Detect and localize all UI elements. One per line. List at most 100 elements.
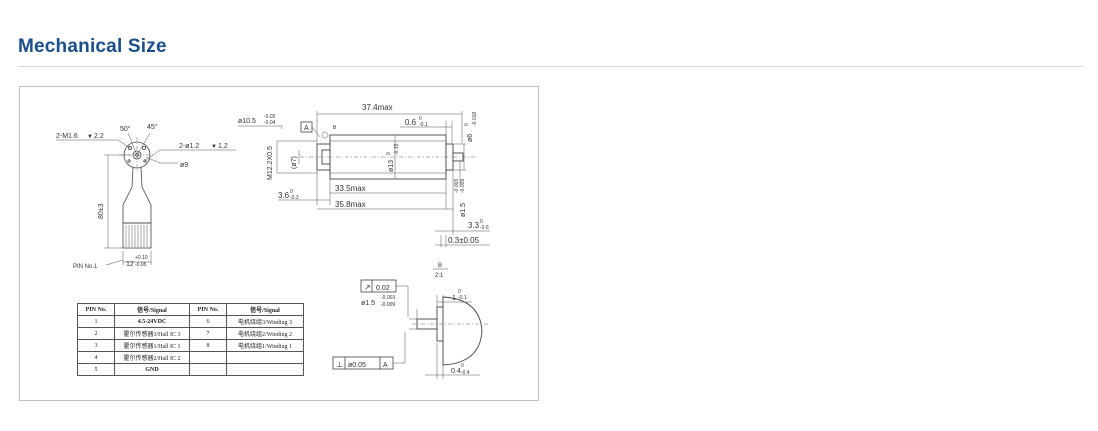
bottom-tol-upper: 0	[461, 363, 464, 369]
end-dia-tol: -0.018	[472, 112, 478, 126]
body-dia-tol: -0.15	[394, 143, 400, 155]
table-row: 5 GND	[77, 363, 304, 376]
pin-signal	[226, 351, 304, 364]
pin-signal: 电机绕组2/Winding 2	[226, 327, 304, 340]
shaft-len-dim: 3.3	[468, 221, 480, 230]
face-tol-upper: 0	[458, 289, 461, 295]
total-body-dim: 35.8max	[335, 200, 366, 209]
header-pin-no-2: PIN No.	[189, 303, 227, 316]
pin-number: 3	[77, 339, 115, 352]
thread-depth-symbol: ▼	[87, 134, 93, 140]
pin-signal: 电机绕组3/Winding 3	[226, 315, 304, 328]
face-dim: 1	[452, 295, 456, 302]
body-dia-dim: ø13	[388, 160, 395, 172]
thread-callout: 2-M1.6	[56, 133, 78, 140]
datum-a: A	[304, 125, 309, 132]
pin-signal: GND	[114, 363, 190, 376]
runout-symbol: ↗	[364, 283, 371, 292]
detail-b-label: B	[438, 263, 442, 269]
pin-number	[189, 351, 227, 364]
pin-number: 2	[77, 327, 115, 340]
bottom-dim: 0.4	[451, 368, 461, 375]
detail-b-mark: B	[333, 125, 337, 131]
table-row: 2 霍尔传感器3/Hall IC 3 7 电机绕组2/Winding 2	[77, 327, 304, 340]
shaft-step-tol: -0.1	[419, 122, 428, 128]
front-view: 80±3 12 +0.10 -0.05 PIN No.1 50° 45° 2-M…	[56, 123, 236, 270]
detail-b-scale: 2:1	[435, 273, 444, 279]
inner-dia-dim: (ø7)	[291, 156, 298, 169]
header-signal: 信号/Signal	[114, 303, 190, 316]
mechanical-drawing: 80±3 12 +0.10 -0.05 PIN No.1 50° 45° 2-M…	[19, 86, 539, 401]
hole-depth-symbol: ▼	[211, 144, 217, 150]
shaft-len-tol: -0.6	[480, 225, 489, 231]
pin-signal	[226, 363, 304, 376]
pin-number: 8	[189, 339, 227, 352]
hole-callout: 2-ø1.2	[179, 143, 199, 150]
title-divider	[18, 66, 1084, 67]
boss-dia-dim: ø10.5	[238, 118, 256, 125]
angle-50: 50°	[120, 125, 131, 133]
header-signal-2: 信号/Signal	[226, 303, 304, 316]
pin-pitch-tol-lower: -0.05	[135, 262, 147, 268]
thread-depth: 2.2	[94, 133, 104, 140]
pin-number: 6	[189, 315, 227, 328]
pin-number: 1	[77, 315, 115, 328]
overall-length-dim: 37.4max	[362, 103, 393, 112]
thread-m-dim: M12.2X0.5	[267, 146, 274, 180]
svg-text:0: 0	[464, 123, 470, 126]
shaft-tol-upper: -0.003	[454, 179, 460, 193]
thread-hole-1	[128, 146, 133, 151]
lead-length-dim: 80±3	[98, 203, 105, 219]
face-tol-lower: -0.1	[458, 295, 467, 301]
svg-text:0: 0	[480, 219, 483, 225]
detail-shaft-tol-upper: -0.003	[381, 295, 395, 301]
shaft-step-dim: 0.6	[405, 118, 417, 127]
pin-number	[189, 363, 227, 376]
table-row: 3 霍尔传感器1/Hall IC 1 8 电机绕组1/Winding 1	[77, 339, 304, 352]
pin-signal: 霍尔传感器3/Hall IC 3	[114, 327, 190, 340]
detail-dome	[442, 296, 483, 366]
boss-tol-upper: -0.02	[264, 114, 276, 120]
body-length-dim: 33.5max	[335, 184, 366, 193]
pin-no1-label: PIN No.1	[73, 264, 98, 270]
end-dia-dim: ø6	[467, 134, 474, 142]
drawing-canvas: 80±3 12 +0.10 -0.05 PIN No.1 50° 45° 2-M…	[56, 103, 490, 379]
pcd-callout: ø9	[180, 162, 188, 169]
detail-shaft-tol-lower: -0.009	[381, 302, 395, 308]
hole-depth: 1.2	[218, 143, 228, 150]
pin-pitch-dim: 12	[126, 261, 134, 268]
perp-datum: A	[383, 362, 388, 369]
detail-b-view: B 2:1 ↗ 0.02 ø1.5 -0.003 -0.009 1 0	[332, 263, 490, 379]
flange-offset-tol: -0.3	[290, 195, 299, 201]
svg-text:0: 0	[386, 152, 392, 155]
table-row: 1 4.5-24VDC 6 电机绕组3/Winding 3	[77, 315, 304, 328]
flange-offset-dim: 3.6	[278, 191, 290, 200]
shaft-end-dim: 0.3±0.05	[448, 236, 480, 245]
pin-number: 7	[189, 327, 227, 340]
runout-value: 0.02	[376, 285, 390, 292]
thread-hole-2	[142, 146, 147, 151]
detail-shaft-dia: ø1.5	[361, 300, 375, 307]
svg-text:0: 0	[419, 116, 422, 122]
fpc-connector	[122, 222, 152, 249]
pin-number: 4	[77, 351, 115, 364]
bottom-tol-lower: -0.4	[461, 370, 470, 376]
pin-signal: 4.5-24VDC	[114, 315, 190, 328]
table-row: 4 霍尔传感器2/Hall IC 2	[77, 351, 304, 364]
shaft-dia-dim: ø1.5	[460, 203, 467, 217]
side-view: 37.4max 0.6 0 -0.1 ø10.5 -0.02 -0.04 A B	[238, 103, 490, 247]
perp-value: ø0.05	[348, 362, 366, 369]
svg-text:0: 0	[290, 189, 293, 195]
page-title: Mechanical Size	[18, 36, 167, 57]
boss-tol-lower: -0.04	[264, 120, 276, 126]
pin-signal: 电机绕组1/Winding 1	[226, 339, 304, 352]
pin-table: PIN No. 信号/Signal PIN No. 信号/Signal 1 4.…	[77, 303, 304, 376]
pin-signal: 霍尔传感器1/Hall IC 1	[114, 339, 190, 352]
pin-pitch-tol-upper: +0.10	[135, 255, 148, 261]
header-pin-no: PIN No.	[77, 303, 115, 316]
perp-symbol: ⊥	[336, 360, 343, 369]
shaft-tol-lower: -0.009	[460, 179, 466, 193]
angle-45: 45°	[147, 123, 158, 131]
pin-signal: 霍尔传感器2/Hall IC 2	[114, 351, 190, 364]
pin-table-header: PIN No. 信号/Signal PIN No. 信号/Signal	[77, 303, 304, 316]
